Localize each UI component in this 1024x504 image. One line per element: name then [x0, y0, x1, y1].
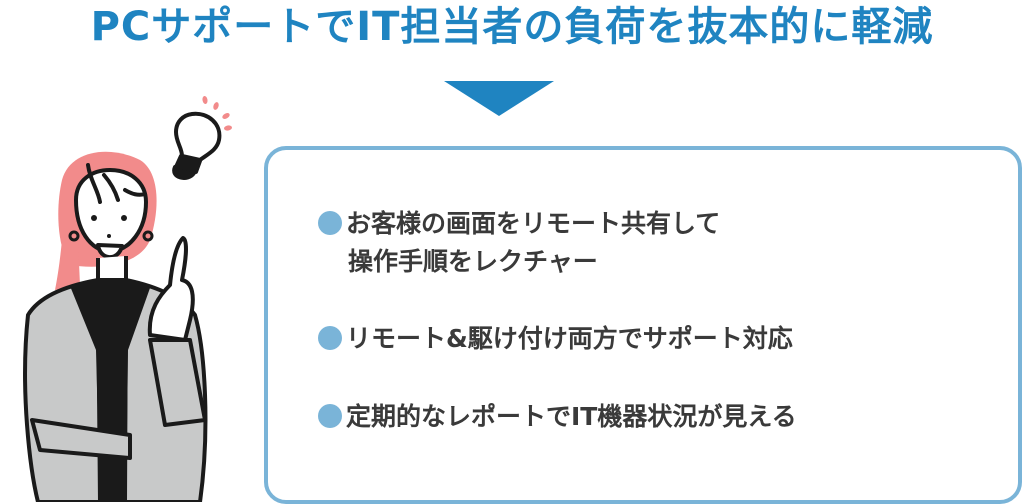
down-arrow-icon [444, 81, 554, 116]
benefit-item: お客様の画面をリモート共有して 操作手順をレクチャー [318, 205, 720, 281]
bullet-icon [318, 404, 342, 428]
sparkle-icon [202, 96, 232, 131]
bullet-icon [318, 326, 342, 350]
benefit-text-continued: 操作手順をレクチャー [348, 247, 598, 276]
benefit-text: 定期的なレポートでIT機器状況が見える [346, 402, 797, 431]
bullet-icon [318, 211, 342, 235]
lightbulb-icon [172, 111, 222, 180]
benefit-item: 定期的なレポートでIT機器状況が見える [318, 398, 797, 436]
headline: PCサポートでIT担当者の負荷を抜本的に軽減 [90, 4, 934, 50]
benefit-text: リモート&駆け付け両方でサポート対応 [346, 324, 793, 353]
benefit-text: お客様の画面をリモート共有して [346, 209, 721, 238]
woman-pointing-illustration [23, 96, 232, 502]
benefits-panel: お客様の画面をリモート共有して 操作手順をレクチャー リモート&駆け付け両方でサ… [264, 146, 1022, 504]
benefit-item: リモート&駆け付け両方でサポート対応 [318, 320, 793, 358]
